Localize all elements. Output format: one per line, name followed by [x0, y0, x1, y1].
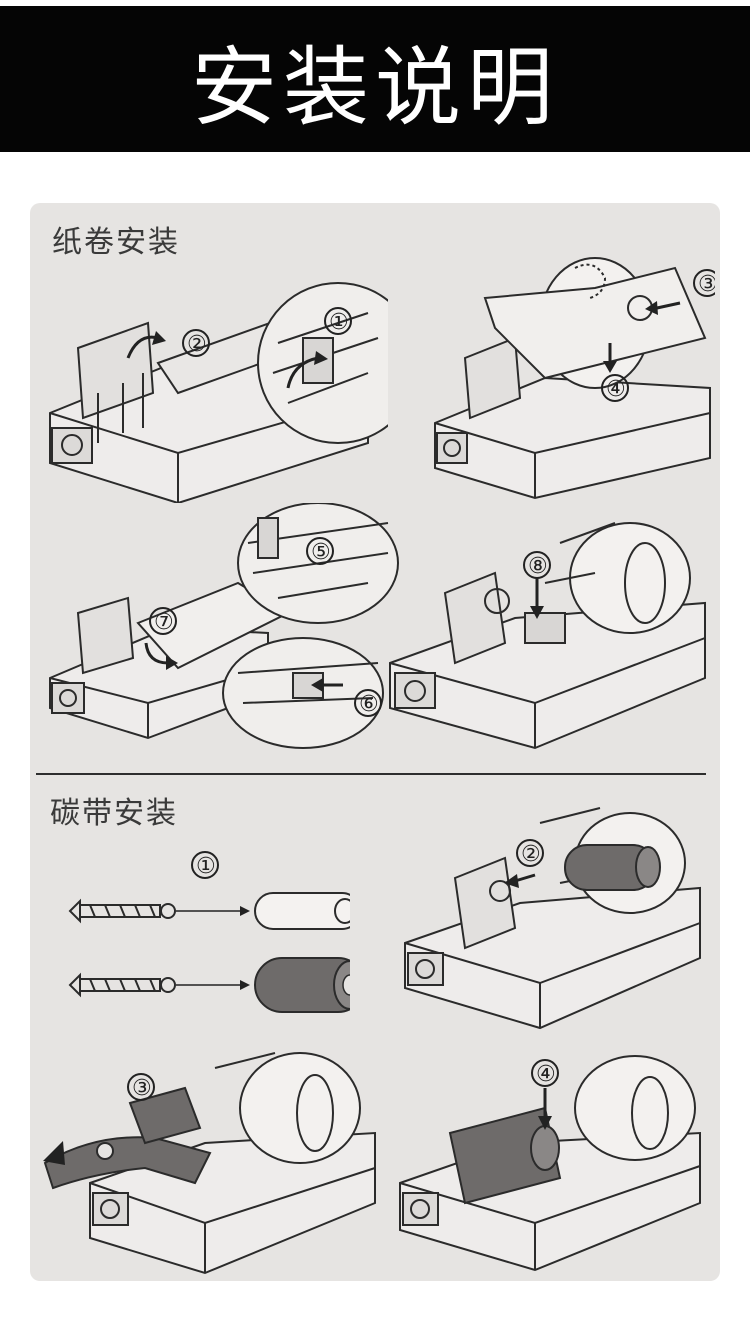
ribbon-step-1-label: ①: [196, 854, 216, 879]
step-6-label: ⑥: [359, 692, 379, 717]
step-2-label: ②: [187, 332, 207, 357]
paper-step-3-4-figure: ③ ④: [425, 248, 715, 503]
paper-step-5-6-7-figure: ⑤ ⑥ ⑦: [38, 503, 408, 753]
ribbon-step-2-label: ②: [521, 842, 541, 867]
ribbon-section-title: 碳带安装: [50, 788, 178, 832]
ribbon-step-3-figure: ③: [35, 1043, 385, 1278]
paper-step-8-figure: ⑧: [385, 513, 715, 758]
step-4-label: ④: [606, 377, 626, 402]
step-1-label: ①: [329, 310, 349, 335]
ribbon-step-4-figure: ④: [395, 1048, 715, 1278]
instruction-sheet: 纸卷安装 ② ①: [30, 203, 720, 1281]
step-3-label: ③: [698, 272, 715, 297]
header-banner: 安装说明: [0, 6, 750, 152]
ribbon-step-2-figure: ②: [400, 803, 710, 1038]
ribbon-step-1-figure: ①: [60, 843, 350, 1013]
ribbon-step-4-label: ④: [536, 1062, 556, 1087]
paper-step-1-2-figure: ② ①: [38, 253, 388, 503]
step-5-label: ⑤: [311, 540, 331, 565]
step-8-label: ⑧: [528, 554, 548, 579]
step-7-label: ⑦: [154, 610, 174, 635]
page-title: 安装说明: [191, 17, 559, 142]
ribbon-step-3-label: ③: [132, 1076, 152, 1101]
section-divider: [36, 773, 706, 775]
